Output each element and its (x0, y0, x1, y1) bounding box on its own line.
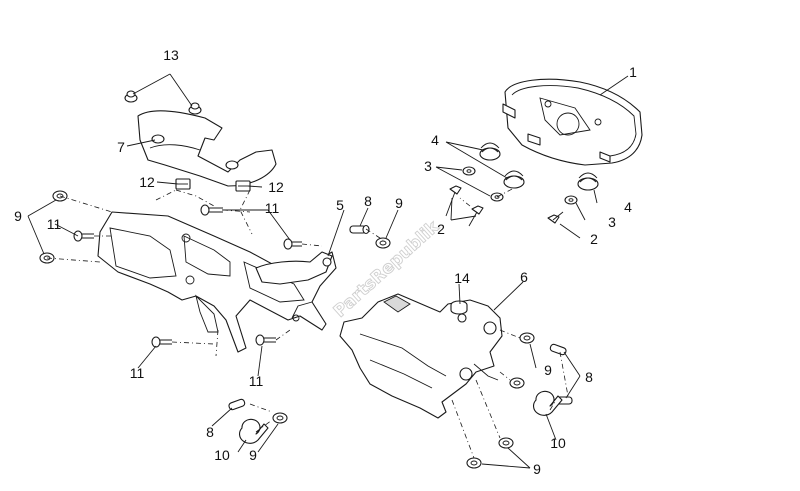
clamp-10-right (532, 390, 563, 416)
grommet-13-left (124, 90, 138, 103)
callout-9-bottom-right: 9 (533, 461, 541, 477)
bolt-11-a (200, 204, 223, 216)
pin-8-bottom (228, 398, 246, 411)
pin-8-right (549, 343, 567, 356)
callout-11-top: 11 (265, 200, 280, 216)
callout-7: 7 (117, 139, 125, 155)
callout-5: 5 (336, 197, 344, 213)
callout-13: 13 (163, 47, 179, 63)
callout-3-right: 3 (608, 214, 616, 230)
callout-9-top: 9 (395, 195, 403, 211)
clip-12-left (175, 178, 191, 190)
grommet-13-right (188, 102, 202, 115)
grommet-9-h (272, 412, 288, 424)
callout-3-left: 3 (424, 158, 432, 174)
grommet-9-c (375, 237, 391, 249)
grommet-9-e (509, 377, 525, 389)
grommet-9-f (498, 437, 514, 449)
callout-14: 14 (454, 270, 470, 286)
callout-1: 1 (629, 64, 637, 80)
lower-bracket-frame-part (97, 211, 337, 353)
right-housing-part (339, 293, 503, 419)
callout-8-bottom: 8 (206, 424, 214, 440)
rubber-mount-4-middle (503, 170, 525, 189)
washer-3-upper (462, 166, 476, 176)
clamp-10-left (238, 418, 269, 444)
bolt-11-e (283, 238, 302, 250)
rubber-mount-4-right (577, 172, 599, 191)
callout-labels: 1 2 2 3 3 4 4 5 6 7 8 8 8 9 9 9 9 9 10 1… (14, 47, 637, 477)
washer-3-right (564, 195, 578, 205)
callout-11-left: 11 (47, 216, 62, 232)
arm-bracket-part (255, 251, 333, 285)
assembly-lines (46, 187, 569, 459)
cap-14-part (450, 300, 468, 315)
callout-9-right: 9 (544, 362, 552, 378)
leader-lines (27, 73, 629, 469)
bolt-11-d (255, 334, 276, 346)
cover-panel-part (137, 110, 277, 187)
bolt-11-c (151, 336, 172, 348)
grommet-9-g (466, 457, 482, 469)
callout-8-right: 8 (585, 369, 593, 385)
callout-2-right: 2 (590, 231, 598, 247)
bolt-11-b (73, 230, 94, 242)
callout-11-bottom-left: 11 (130, 365, 145, 381)
screw-2-middle (468, 205, 484, 227)
callout-9-left: 9 (14, 208, 22, 224)
callout-8-top: 8 (364, 193, 372, 209)
instrument-cluster-part (502, 78, 643, 166)
callout-10-right: 10 (550, 435, 566, 451)
callout-2-left: 2 (437, 221, 445, 237)
callout-10-left: 10 (214, 447, 230, 463)
screw-2-right (547, 211, 564, 224)
clip-12-right (235, 180, 251, 192)
callout-11-bottom-right: 11 (249, 373, 264, 389)
callout-4-right: 4 (624, 199, 632, 215)
callout-4-left: 4 (431, 132, 439, 148)
callout-9-bottom-left: 9 (249, 447, 257, 463)
pin-8-left (349, 224, 370, 235)
callout-6: 6 (520, 269, 528, 285)
screw-2-upper (445, 185, 462, 217)
callout-12-right: 12 (268, 179, 284, 195)
grommet-9-d (519, 332, 535, 344)
rubber-mount-4-upper (479, 142, 501, 161)
callout-12-left: 12 (139, 174, 155, 190)
